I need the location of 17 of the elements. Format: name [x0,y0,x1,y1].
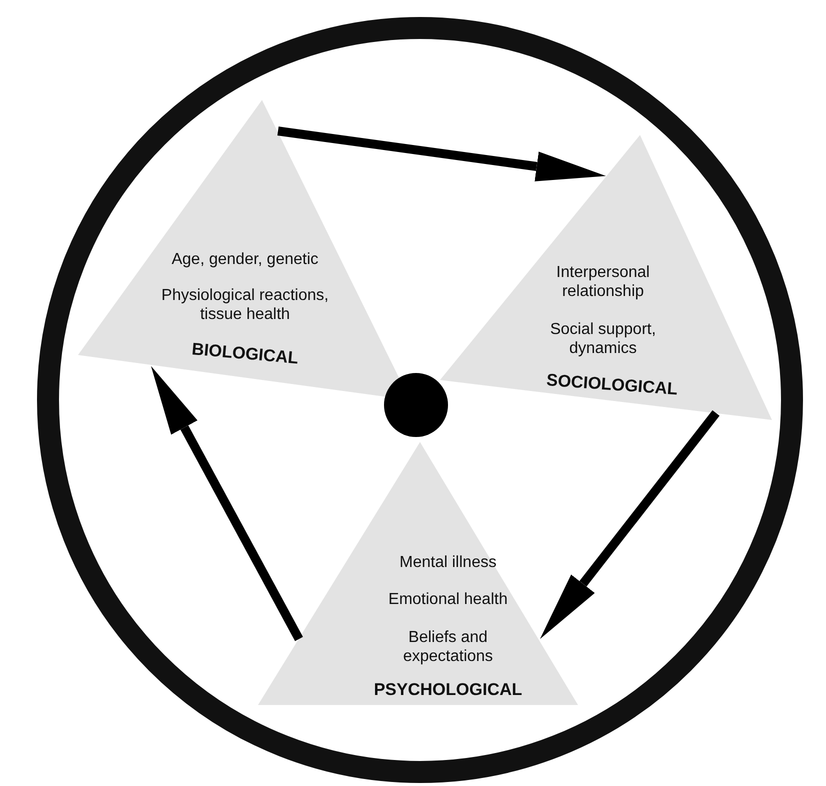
factor-text: Beliefs and expectations [402,628,494,666]
arrow [540,410,720,639]
wheel-ring [37,17,803,783]
triangle-panel [258,442,578,705]
arrow [151,366,303,642]
category-heading: SOCIOLOGICAL [544,369,680,401]
factor-text: Interpersonal relationship [555,263,651,301]
factor-text: Physiological reactions, tissue health [160,286,330,324]
factor-text: Social support, dynamics [549,320,657,358]
category-heading: PSYCHOLOGICAL [372,680,524,699]
triangle-panel [440,135,772,420]
factor-text: Emotional health [387,590,509,609]
arrow [277,126,606,182]
factor-text: Mental illness [398,553,498,572]
factor-text: Age, gender, genetic [170,250,320,269]
hub-dot [384,373,448,437]
category-heading: BIOLOGICAL [190,338,300,370]
